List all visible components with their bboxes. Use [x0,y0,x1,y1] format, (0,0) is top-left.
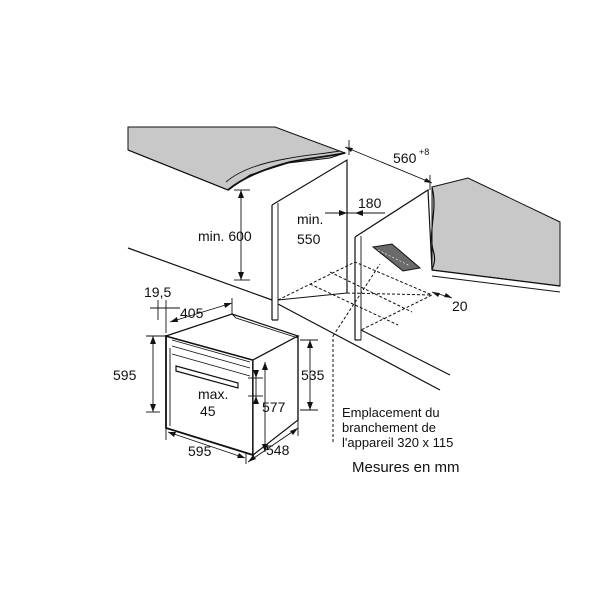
dim-max-label-line2: 45 [200,403,216,419]
countertop-left [127,126,347,191]
dim-inner-height: 577 [262,362,286,452]
dim-niche-height: min. 600 [198,189,252,281]
dim-niche-height-label: min. 600 [198,228,252,244]
cabinet-left-wall [127,158,441,391]
connection-box [371,243,422,272]
cabinet-right-wall [354,188,451,376]
niche-floor-dashed [277,237,434,331]
dim-depth-top: 560 +8 [344,140,433,190]
dim-body-width-label: 548 [266,442,290,458]
dim-depth-top-label: 560 [393,150,417,166]
connection-note-line2: branchement de [342,420,436,435]
dim-max-label-line1: max. [198,386,228,402]
dim-niche-depth-label-line1: min. [297,211,323,227]
dim-front-height-label: 595 [113,367,137,383]
dim-front-width-label: 595 [188,443,212,459]
dim-body-height-label: 535 [301,367,325,383]
dim-max: max. 45 [198,370,263,419]
oven [163,313,300,457]
dim-depth-top-superscript: +8 [419,147,429,157]
countertop-right [430,177,561,293]
dim-back-gap-label: 180 [358,195,382,211]
dim-niche-depth: min. 550 [297,211,323,247]
dim-side-gap: 20 [431,291,468,314]
connection-leader [332,263,381,442]
connection-note-line1: Emplacement du [342,405,440,420]
dim-front-thickness-label: 19,5 [144,284,171,300]
connection-note: Emplacement du branchement de l'appareil… [342,405,453,450]
dim-body-height: 535 [300,339,325,411]
dim-back-gap: 180 [325,195,385,216]
dim-niche-depth-label-line2: 550 [297,231,321,247]
dim-top-width-label: 405 [180,305,204,321]
units-note: Mesures en mm [352,459,460,476]
dim-side-gap-label: 20 [452,298,468,314]
dim-front-height: 595 [113,335,166,413]
dim-inner-height-label: 577 [262,399,286,415]
connection-note-line3: l'appareil 320 x 115 [342,435,453,450]
dim-front-width: 595 [165,428,247,464]
dim-top-width: 405 [169,298,233,323]
dim-body-width: 548 [247,420,299,463]
dim-front-thickness: 19,5 [144,284,180,333]
